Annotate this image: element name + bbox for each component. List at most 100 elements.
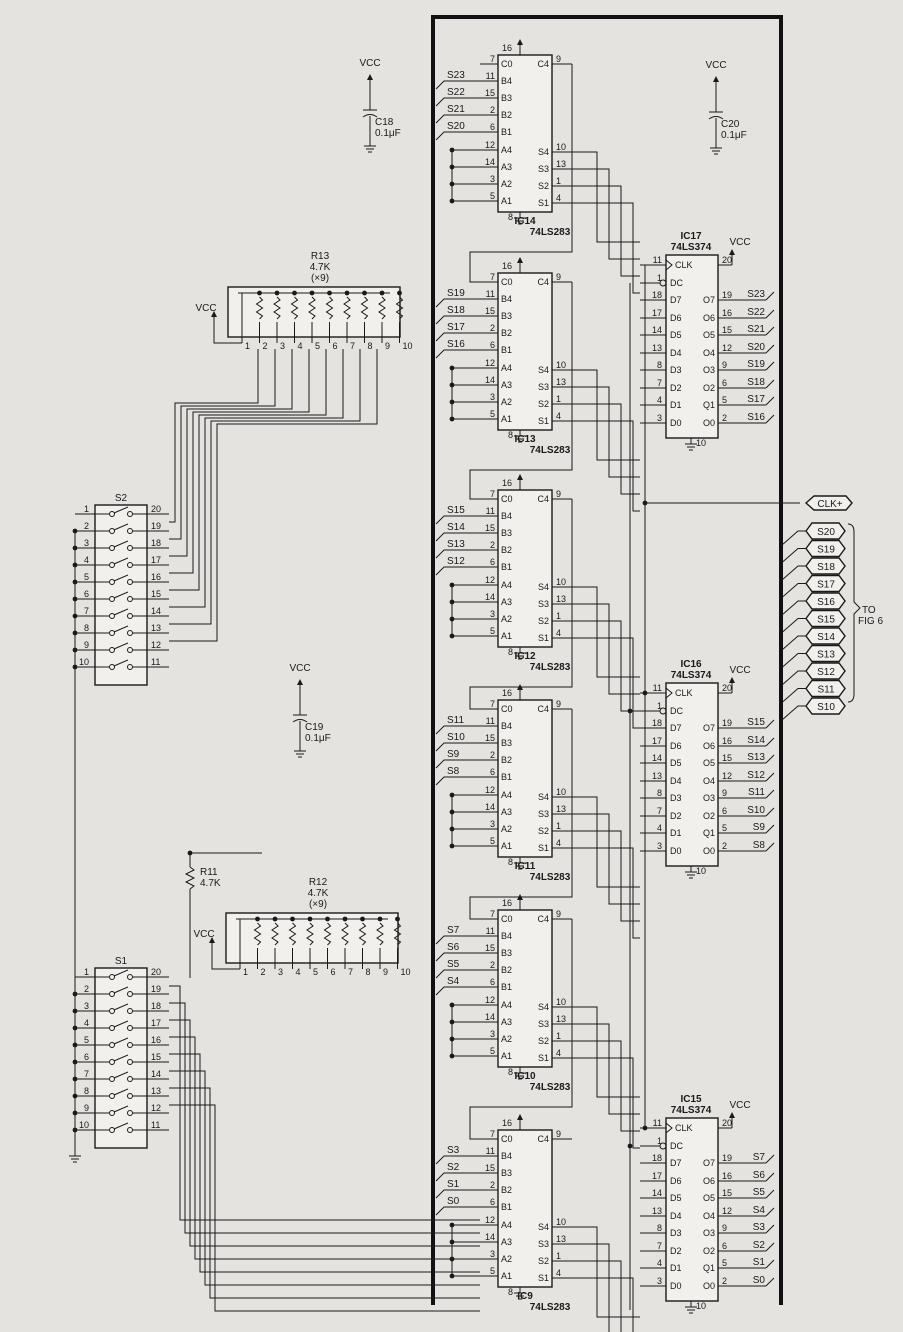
junction-dot <box>449 633 455 639</box>
pin-number: 1 <box>556 821 561 831</box>
vcc-wire <box>213 327 242 344</box>
junction-dot <box>344 290 350 296</box>
pin-label: B3 <box>501 93 512 103</box>
pin-number: 10 <box>556 142 566 152</box>
vcc-arrow <box>517 474 523 480</box>
pin-number: 19 <box>722 290 732 300</box>
sum-wire <box>572 796 640 888</box>
connector-wire <box>781 600 806 616</box>
connector-wire <box>781 618 806 633</box>
pin-label: C0 <box>501 494 513 504</box>
junction-dot <box>449 416 455 422</box>
pin-number: 18 <box>652 718 662 728</box>
rn-reference: R12 <box>309 877 328 888</box>
switch-contact <box>127 1093 133 1099</box>
pin-label: A2 <box>501 1254 512 1264</box>
input-line <box>435 515 480 525</box>
signal-label: S23 <box>447 70 465 81</box>
pin-label: B2 <box>501 965 512 975</box>
pin-label: S2 <box>538 1036 549 1046</box>
connector-pin <box>805 644 846 663</box>
junction-dot <box>187 850 193 856</box>
switch-route <box>169 1070 480 1286</box>
pin-number: 13 <box>556 377 566 387</box>
resistor-element <box>323 922 332 946</box>
signal-label: S7 <box>447 925 460 936</box>
signal-label: S9 <box>753 822 766 833</box>
pin-number: 18 <box>652 1153 662 1163</box>
rn-pin-number: 4 <box>296 967 301 977</box>
connector-signal: S20 <box>817 527 835 538</box>
signal-label: S0 <box>447 1196 460 1207</box>
switch-pin-number: 11 <box>151 1120 160 1130</box>
output-line <box>765 1259 775 1269</box>
pin-label: O3 <box>703 793 715 803</box>
switch-lever <box>113 642 129 650</box>
vcc-arrow <box>517 257 523 263</box>
pin-number: 14 <box>485 592 495 602</box>
pin-number: 17 <box>652 1171 662 1181</box>
cap-reference: C19 <box>305 722 324 733</box>
connector-wire <box>781 670 806 686</box>
pin-label: A1 <box>501 196 512 206</box>
signal-label: S6 <box>753 1170 766 1181</box>
pin-number: 9 <box>556 489 561 499</box>
pin-number: 5 <box>722 395 727 405</box>
ic-part-number: 74LS283 <box>530 662 571 673</box>
output-line <box>765 737 775 747</box>
output-line <box>765 719 775 729</box>
sum-wire <box>572 637 640 729</box>
vcc-pin-number: 20 <box>722 255 732 265</box>
pin-number: 5 <box>490 409 495 419</box>
pin-label: B2 <box>501 328 512 338</box>
signal-label: S18 <box>747 377 765 388</box>
switch-pin-number: 20 <box>151 504 161 514</box>
connector-brace <box>847 523 861 703</box>
pin-number: 17 <box>652 308 662 318</box>
pin-number: 7 <box>657 378 662 388</box>
ic-reference: IC15 <box>680 1094 702 1105</box>
cap-value: 0.1μF <box>305 733 331 744</box>
vcc-wire <box>211 953 240 970</box>
pin-number: 15 <box>485 523 495 533</box>
switch-pin-number: 3 <box>84 1001 89 1011</box>
pin-label: O2 <box>703 383 715 393</box>
vcc-pin-number: 20 <box>722 1118 732 1128</box>
pin-number: 10 <box>556 787 566 797</box>
pin-number: 3 <box>657 841 662 851</box>
pin-label: S2 <box>538 1256 549 1266</box>
switch-pin-number: 3 <box>84 538 89 548</box>
gnd-pin-number: 8 <box>508 647 513 657</box>
switch-pin-number: 11 <box>151 657 160 667</box>
pin-number: 2 <box>490 960 495 970</box>
pin-number: 14 <box>485 1232 495 1242</box>
switch-contact <box>109 545 115 551</box>
connector-pin <box>805 679 846 698</box>
vcc-pin-number: 16 <box>502 898 512 908</box>
resistor-element <box>395 296 404 320</box>
pin-label: C4 <box>537 914 549 924</box>
pin-label: D2 <box>670 383 682 393</box>
switch-contact <box>109 1025 115 1031</box>
ic-part-number: 74LS283 <box>530 227 571 238</box>
ic-reference: IC12 <box>514 651 536 662</box>
switch-lever <box>113 540 129 548</box>
pin-label: C0 <box>501 914 513 924</box>
pin-number: 13 <box>652 771 662 781</box>
junction-dot <box>342 916 348 922</box>
switch-pin-number: 6 <box>84 589 89 599</box>
pin-number: 7 <box>490 489 495 499</box>
pin-label: C4 <box>537 494 549 504</box>
carry-wire <box>469 919 573 1140</box>
pin-label: CLK <box>675 688 693 698</box>
pin-label: Q1 <box>703 828 715 838</box>
pin-label: S1 <box>538 416 549 426</box>
pin-label: S3 <box>538 1019 549 1029</box>
resistor-element <box>358 922 367 946</box>
pin-number: 13 <box>556 594 566 604</box>
gnd-pin-number: 8 <box>508 1287 513 1297</box>
pin-label: B2 <box>501 110 512 120</box>
pin-number: 5 <box>490 626 495 636</box>
sum-wire <box>572 847 640 939</box>
signal-label: S4 <box>753 1205 766 1216</box>
